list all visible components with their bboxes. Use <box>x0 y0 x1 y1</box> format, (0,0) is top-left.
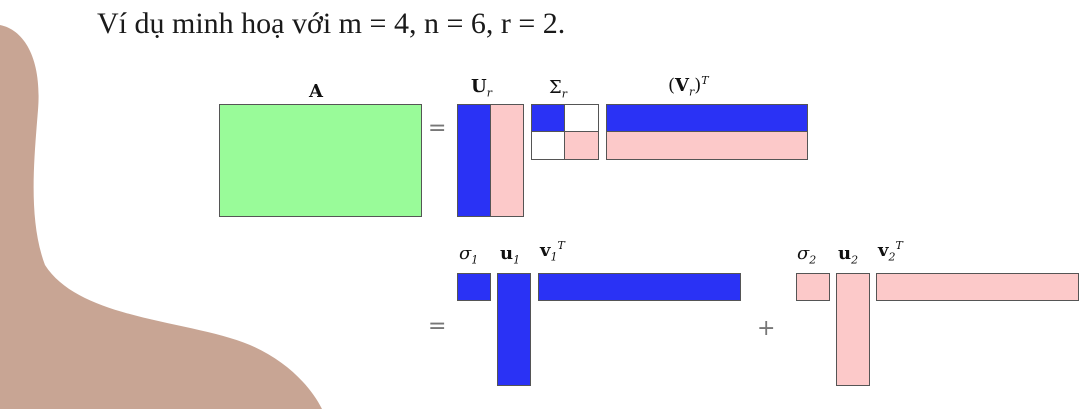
label-A: A <box>309 81 323 102</box>
equals-sign-1: = <box>428 116 447 141</box>
matrix-U-r-col2 <box>490 104 524 217</box>
matrix-A <box>219 104 422 217</box>
label-u2: u2 <box>838 243 859 267</box>
u1-column <box>497 273 531 386</box>
label-V-r-T: (Vr)T <box>668 74 709 99</box>
label-U-r: Ur <box>471 76 492 100</box>
v1T-row <box>538 273 741 301</box>
v2T-row <box>876 273 1079 301</box>
sigma-cell-22 <box>564 131 599 160</box>
matrix-V-r-T-row2 <box>606 131 808 160</box>
page-heading: Ví dụ minh hoạ với m = 4, n = 6, r = 2. <box>97 7 566 40</box>
equals-sign-2: = <box>428 314 447 339</box>
plus-sign: + <box>757 316 776 341</box>
sigma1-block <box>457 273 491 301</box>
label-u1: u1 <box>500 243 521 267</box>
label-sigma2: σ2 <box>797 243 817 267</box>
sigma2-block <box>796 273 830 301</box>
sigma-cell-21 <box>531 131 565 160</box>
u2-column <box>836 273 870 386</box>
sigma-cell-11 <box>531 104 565 132</box>
label-v1T: v1T <box>540 239 565 264</box>
matrix-V-r-T-row1 <box>606 104 808 132</box>
label-sigma1: σ1 <box>459 243 479 267</box>
matrix-U-r-col1 <box>457 104 491 217</box>
sigma-cell-12 <box>564 104 599 132</box>
label-v2T: v2T <box>878 239 903 264</box>
label-Sigma-r: Σr <box>549 77 567 101</box>
